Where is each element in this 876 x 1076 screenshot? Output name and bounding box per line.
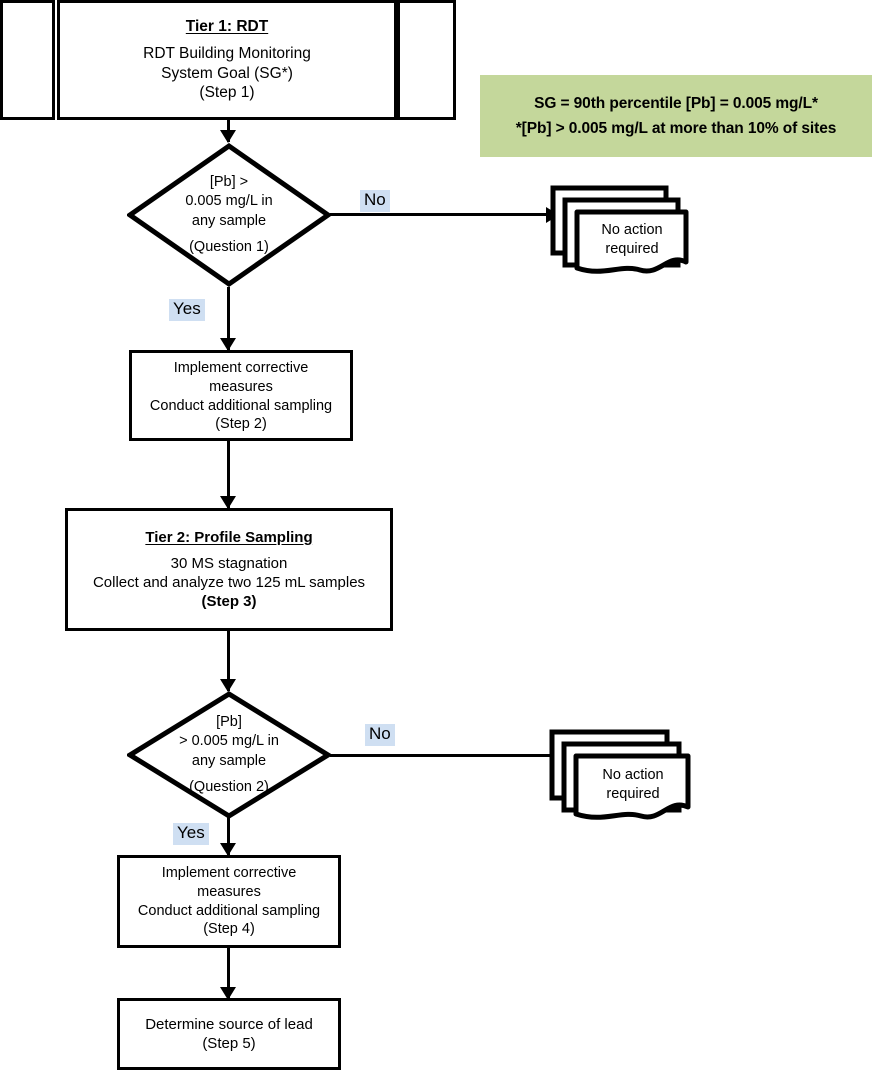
sg-definition-legend: SG = 90th percentile [Pb] = 0.005 mg/L* … [480, 75, 872, 157]
question1-diamond-shape [127, 143, 331, 287]
no-action-required-2[interactable]: No action required [547, 727, 692, 827]
connector-q2-yes [227, 815, 230, 855]
no-action-required-1[interactable]: No action required [548, 183, 690, 281]
step5-line1: Determine source of lead [145, 1015, 313, 1033]
tier1-line2: System Goal (SG*) [161, 64, 293, 82]
arrowhead-step4-to-step5 [220, 987, 236, 1000]
step4-step: (Step 4) [203, 921, 255, 938]
tier2-step: (Step 3) [201, 593, 257, 611]
connector-step4-to-step5 [227, 948, 230, 998]
step2-line1: Implement corrective [173, 360, 309, 377]
connector-q1-yes [227, 287, 230, 350]
arrowhead-q2-yes [220, 843, 236, 856]
step5-step: (Step 5) [202, 1035, 256, 1052]
branch-label-q2-yes: Yes [173, 823, 209, 845]
tier2-title: Tier 2: Profile Sampling [145, 528, 313, 546]
tier1-left-spacer-box [0, 0, 55, 120]
step2-line2: measures [209, 378, 273, 395]
connector-tier2-to-q2 [227, 631, 230, 691]
arrowhead-q1-yes [220, 338, 236, 351]
tier2-box[interactable]: Tier 2: Profile Sampling 30 MS stagnatio… [65, 508, 393, 631]
step2-line3: Conduct additional sampling [149, 397, 333, 414]
tier1-step: (Step 1) [199, 84, 255, 102]
arrowhead-tier1-to-q1 [220, 130, 236, 143]
step2-box[interactable]: Implement corrective measures Conduct ad… [129, 350, 353, 441]
branch-label-q1-no: No [360, 190, 390, 212]
branch-label-q2-no: No [365, 724, 395, 746]
arrowhead-step2-to-tier2 [220, 496, 236, 509]
connector-q2-no [330, 754, 558, 757]
tier2-line1: 30 MS stagnation [170, 554, 288, 572]
step2-step: (Step 2) [215, 416, 267, 433]
tier2-line2: Collect and analyze two 125 mL samples [92, 574, 366, 591]
tier1-box[interactable]: Tier 1: RDT RDT Building Monitoring Syst… [57, 0, 397, 120]
tier1-right-spacer-box [397, 0, 456, 120]
arrowhead-tier2-to-q2 [220, 679, 236, 692]
branch-label-q1-yes: Yes [169, 299, 205, 321]
tier1-line1: RDT Building Monitoring [143, 44, 311, 62]
question1-diamond[interactable]: [Pb] > 0.005 mg/L in any sample (Questio… [127, 143, 331, 287]
step4-line1: Implement corrective [161, 865, 297, 882]
question2-diamond[interactable]: [Pb] > 0.005 mg/L in any sample (Questio… [127, 691, 331, 819]
connector-q1-no [330, 213, 552, 216]
tier1-title: Tier 1: RDT [185, 17, 269, 35]
step4-box[interactable]: Implement corrective measures Conduct ad… [117, 855, 341, 948]
question2-diamond-shape [127, 691, 331, 819]
multidocument-icon [549, 729, 691, 820]
step4-line2: measures [197, 883, 261, 900]
step4-line3: Conduct additional sampling [137, 902, 321, 919]
legend-line2: *[Pb] > 0.005 mg/L at more than 10% of s… [515, 120, 837, 137]
multidocument-icon [550, 185, 689, 274]
legend-line1: SG = 90th percentile [Pb] = 0.005 mg/L* [534, 94, 818, 112]
step5-box[interactable]: Determine source of lead (Step 5) [117, 998, 341, 1070]
connector-step2-to-tier2 [227, 441, 230, 508]
